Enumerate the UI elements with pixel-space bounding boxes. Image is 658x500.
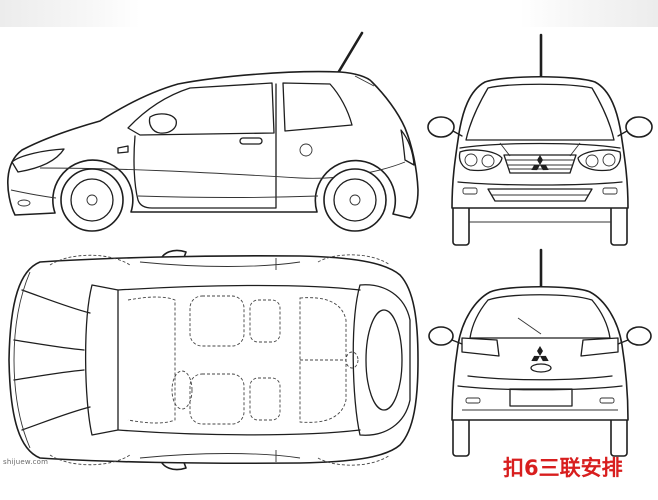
side-front-window — [127, 82, 275, 136]
top-rear-bench — [299, 297, 347, 423]
top-door-lines — [139, 258, 301, 462]
top-rear-wheel-arches — [317, 254, 391, 466]
side-rear-quarter-window — [282, 82, 353, 132]
rear-left-tail-light — [461, 337, 500, 357]
rear-left-mirror — [428, 326, 463, 346]
top-right-headrest — [249, 377, 281, 421]
top-rear-hatch — [352, 284, 411, 436]
top-front-wheel-arches — [49, 254, 131, 466]
front-bumper-line — [457, 181, 623, 186]
front-hood-line — [459, 142, 621, 149]
front-right-fog-light — [602, 187, 618, 195]
side-turn-indicator — [117, 145, 129, 154]
side-headlight — [11, 148, 65, 173]
front-view — [427, 33, 653, 246]
rear-right-reflector — [599, 397, 615, 404]
front-left-fog-light — [462, 187, 478, 195]
top-body-outline — [8, 255, 419, 465]
top-windshield — [84, 284, 119, 436]
rear-right-tail-light — [580, 337, 619, 357]
rear-left-wheel — [452, 415, 470, 457]
side-rear-wheel — [323, 168, 387, 232]
top-dashboard — [127, 296, 176, 424]
rear-bumper-line — [457, 385, 623, 391]
top-roof-outline — [117, 284, 361, 436]
front-lower-intake — [487, 188, 593, 202]
side-fog-light — [17, 199, 31, 207]
top-rear-window — [365, 309, 403, 411]
top-band — [0, 0, 658, 27]
top-view — [8, 249, 419, 471]
top-left-headrest — [249, 299, 281, 343]
front-body-outline — [451, 75, 629, 209]
side-spoiler — [354, 75, 375, 87]
front-right-headlight — [577, 149, 622, 172]
rear-window — [469, 294, 611, 339]
side-view — [7, 31, 419, 232]
top-front-right-seat — [189, 373, 245, 425]
top-front-left-seat — [189, 295, 245, 347]
side-mirror — [148, 113, 177, 134]
front-left-mirror — [427, 116, 463, 138]
front-right-mirror — [617, 116, 653, 138]
side-door-outline — [133, 83, 277, 209]
side-fuel-cap — [299, 143, 313, 157]
site-watermark: shijuew.com — [3, 458, 49, 466]
front-hood-crease — [499, 142, 581, 157]
rear-right-wheel — [610, 415, 628, 457]
side-tail-light — [400, 129, 415, 166]
top-hood-lines — [13, 289, 91, 431]
rear-hatch-handle — [530, 363, 552, 373]
top-front-fascia — [13, 271, 31, 449]
rear-hatch-bottom-line — [467, 375, 613, 381]
rear-left-reflector — [465, 397, 481, 404]
rear-wiper — [517, 317, 542, 335]
side-lower-crease — [137, 195, 319, 198]
top-parking-brake — [345, 351, 359, 369]
rear-right-mirror — [617, 326, 652, 346]
rear-view — [428, 248, 652, 457]
side-door-handle — [239, 137, 263, 145]
red-caption: 扣6三联安排 — [503, 456, 623, 480]
side-front-wheel — [60, 168, 124, 232]
rear-license-plate — [509, 388, 573, 407]
front-windshield — [465, 83, 615, 141]
front-left-headlight — [458, 149, 503, 172]
side-bumper-line — [10, 189, 57, 199]
top-steering-wheel — [171, 370, 193, 410]
side-antenna — [336, 31, 364, 75]
side-body-outline — [7, 70, 419, 219]
